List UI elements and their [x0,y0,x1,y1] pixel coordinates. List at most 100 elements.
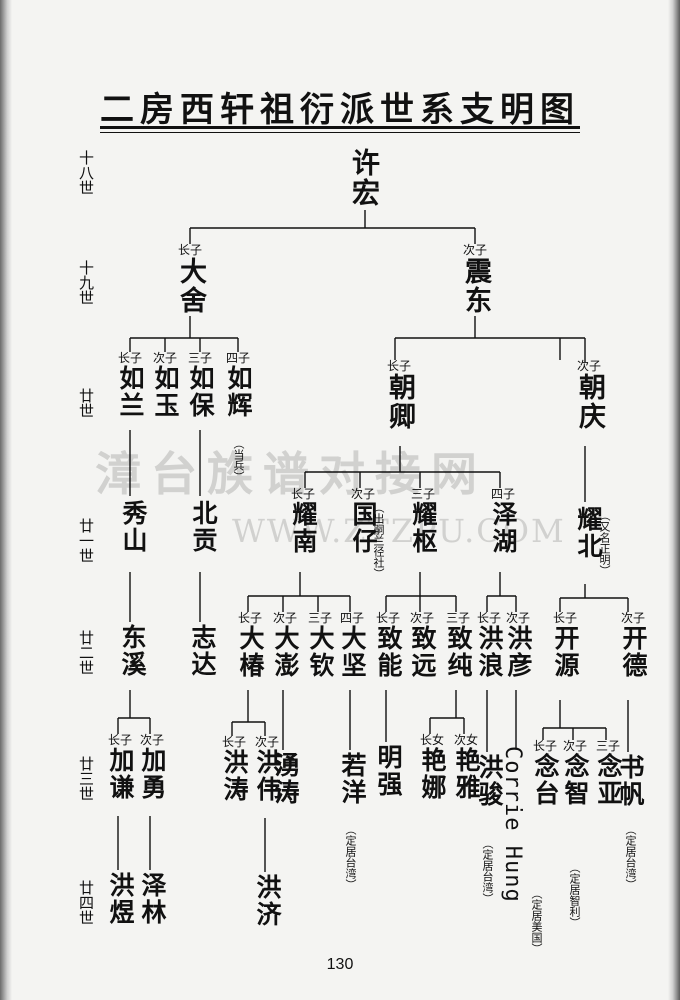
birth-order: 次子 [505,611,530,625]
person-name: 耀北 [574,506,603,560]
birth-order: 次子 [139,733,164,747]
birth-order: 三子 [445,611,470,625]
person-name-latin: Corrie Hung [500,746,525,903]
person-name: 艳雅 [452,747,481,801]
annotation-note: （当兵） [232,438,245,482]
person-node: 次子 念智 [559,740,591,807]
annotation-note: （定居台湾） [624,824,637,890]
person-name: 朝卿 [384,373,415,431]
person-node: 次子 洪彦 [502,612,534,679]
birth-order: 四子 [339,611,364,625]
person-name: 湧涛 [271,752,300,806]
person-node: 长子 朝卿 [381,360,417,431]
person-node: 北贡 [186,500,220,554]
birth-order: 次子 [152,351,177,365]
birth-order: 次子 [576,359,601,373]
person-name: 洪煜 [106,872,135,926]
annotation-note: （定居美国） [530,888,543,954]
person-name: 明强 [374,744,403,798]
person-name: 洪彦 [504,625,533,679]
birth-order: 长子 [476,611,501,625]
person-node: 四子 大坚 [336,612,368,679]
person-node: 洪煜 [104,872,136,926]
person-name: 宏 [348,178,381,208]
birth-order: 长子 [532,739,557,753]
person-node: 长女 艳娜 [416,734,448,801]
person-node: 次子 洪伟 [251,736,283,803]
birth-order: 三子 [410,487,435,501]
annotation-note: （定居台湾） [481,838,494,904]
birth-order: 次女 [453,733,478,747]
person-name: 开德 [619,625,648,679]
person-name: 大坚 [338,625,367,679]
person-name: 大澎 [271,625,300,679]
person-node: 三子 如保 [186,351,215,419]
person-node: 次子 国仔 [346,488,380,555]
person-name: 致远 [408,625,437,679]
person-name: 如辉 [224,365,253,419]
person-name: 如玉 [151,365,180,419]
person-node: 三子 致纯 [442,612,474,679]
person-node: 四子 泽湖 [486,488,520,555]
person-node: 长子 如兰 [116,351,145,419]
person-node: 耀北 [571,506,605,560]
birth-order: 次子 [272,611,297,625]
birth-order: 次子 [254,735,279,749]
person-name: 加勇 [138,747,167,801]
person-name: 震东 [460,257,491,315]
person-node: 次子 大澎 [269,612,301,679]
person-name: 念台 [531,753,560,807]
birth-order: 长子 [386,359,411,373]
person-name: 大钦 [306,625,335,679]
person-name: 朝庆 [574,373,605,431]
birth-order: 三子 [187,351,212,365]
person-node: 次子 朝庆 [571,360,607,431]
generation-label: 廿世 [77,388,95,418]
person-name: 洪济 [253,874,282,928]
watermark-url: WWW.ZTZPU.COM [232,512,566,550]
annotation-note: （定居智利） [568,862,581,928]
person-node: 三子 大钦 [304,612,336,679]
person-node: 洪济 [251,874,283,928]
person-name: 大椿 [236,625,265,679]
birth-order: 长子 [552,611,577,625]
person-node: 洪骏 [473,754,505,808]
annotation-note: （定居台湾） [344,824,357,890]
page-title: 二房西轩祖衍派世系支明图 [100,90,580,130]
generation-label: 廿三世 [77,756,95,801]
birth-order: 三子 [595,739,620,753]
person-name: 开源 [551,625,580,679]
person-name: 致纯 [444,625,473,679]
birth-order: 次子 [462,243,487,257]
person-name: 致能 [374,625,403,679]
birth-order: 长子 [375,611,400,625]
watermark-text: 漳台族谱对接网 [95,447,487,501]
annotation-note: （出嗣兰径社） [372,502,385,579]
person-node: 泽林 [136,872,168,926]
person-node: 长子 洪浪 [473,612,505,679]
birth-order: 长子 [290,487,315,501]
birth-order: 四子 [225,351,250,365]
person-node: 宏 [348,178,381,208]
person-node: 长子 开源 [546,612,584,679]
birth-order: 长子 [237,611,262,625]
person-node: 若洋 [336,752,368,806]
person-name: 北贡 [189,500,218,554]
person-node: 四子 如辉 [224,351,253,419]
birth-order: 长子 [117,351,142,365]
person-node: 东溪 [116,624,148,678]
person-node: 长子 洪涛 [218,736,250,803]
person-name: 东溪 [118,624,147,678]
person-name: 耀枢 [409,501,438,555]
person-node: 次子 加勇 [136,734,168,801]
person-node: 长子 大舍 [175,244,206,315]
birth-order: 长子 [107,733,132,747]
person-node: 明强 [372,744,404,798]
person-name: 洪浪 [475,625,504,679]
person-node: 次女 艳雅 [450,734,482,801]
person-name: 志达 [188,624,217,678]
birth-order: 次子 [350,487,375,501]
person-name: 洪骏 [475,754,504,808]
person-name: 秀山 [119,500,148,554]
person-name: 泽湖 [489,501,518,555]
